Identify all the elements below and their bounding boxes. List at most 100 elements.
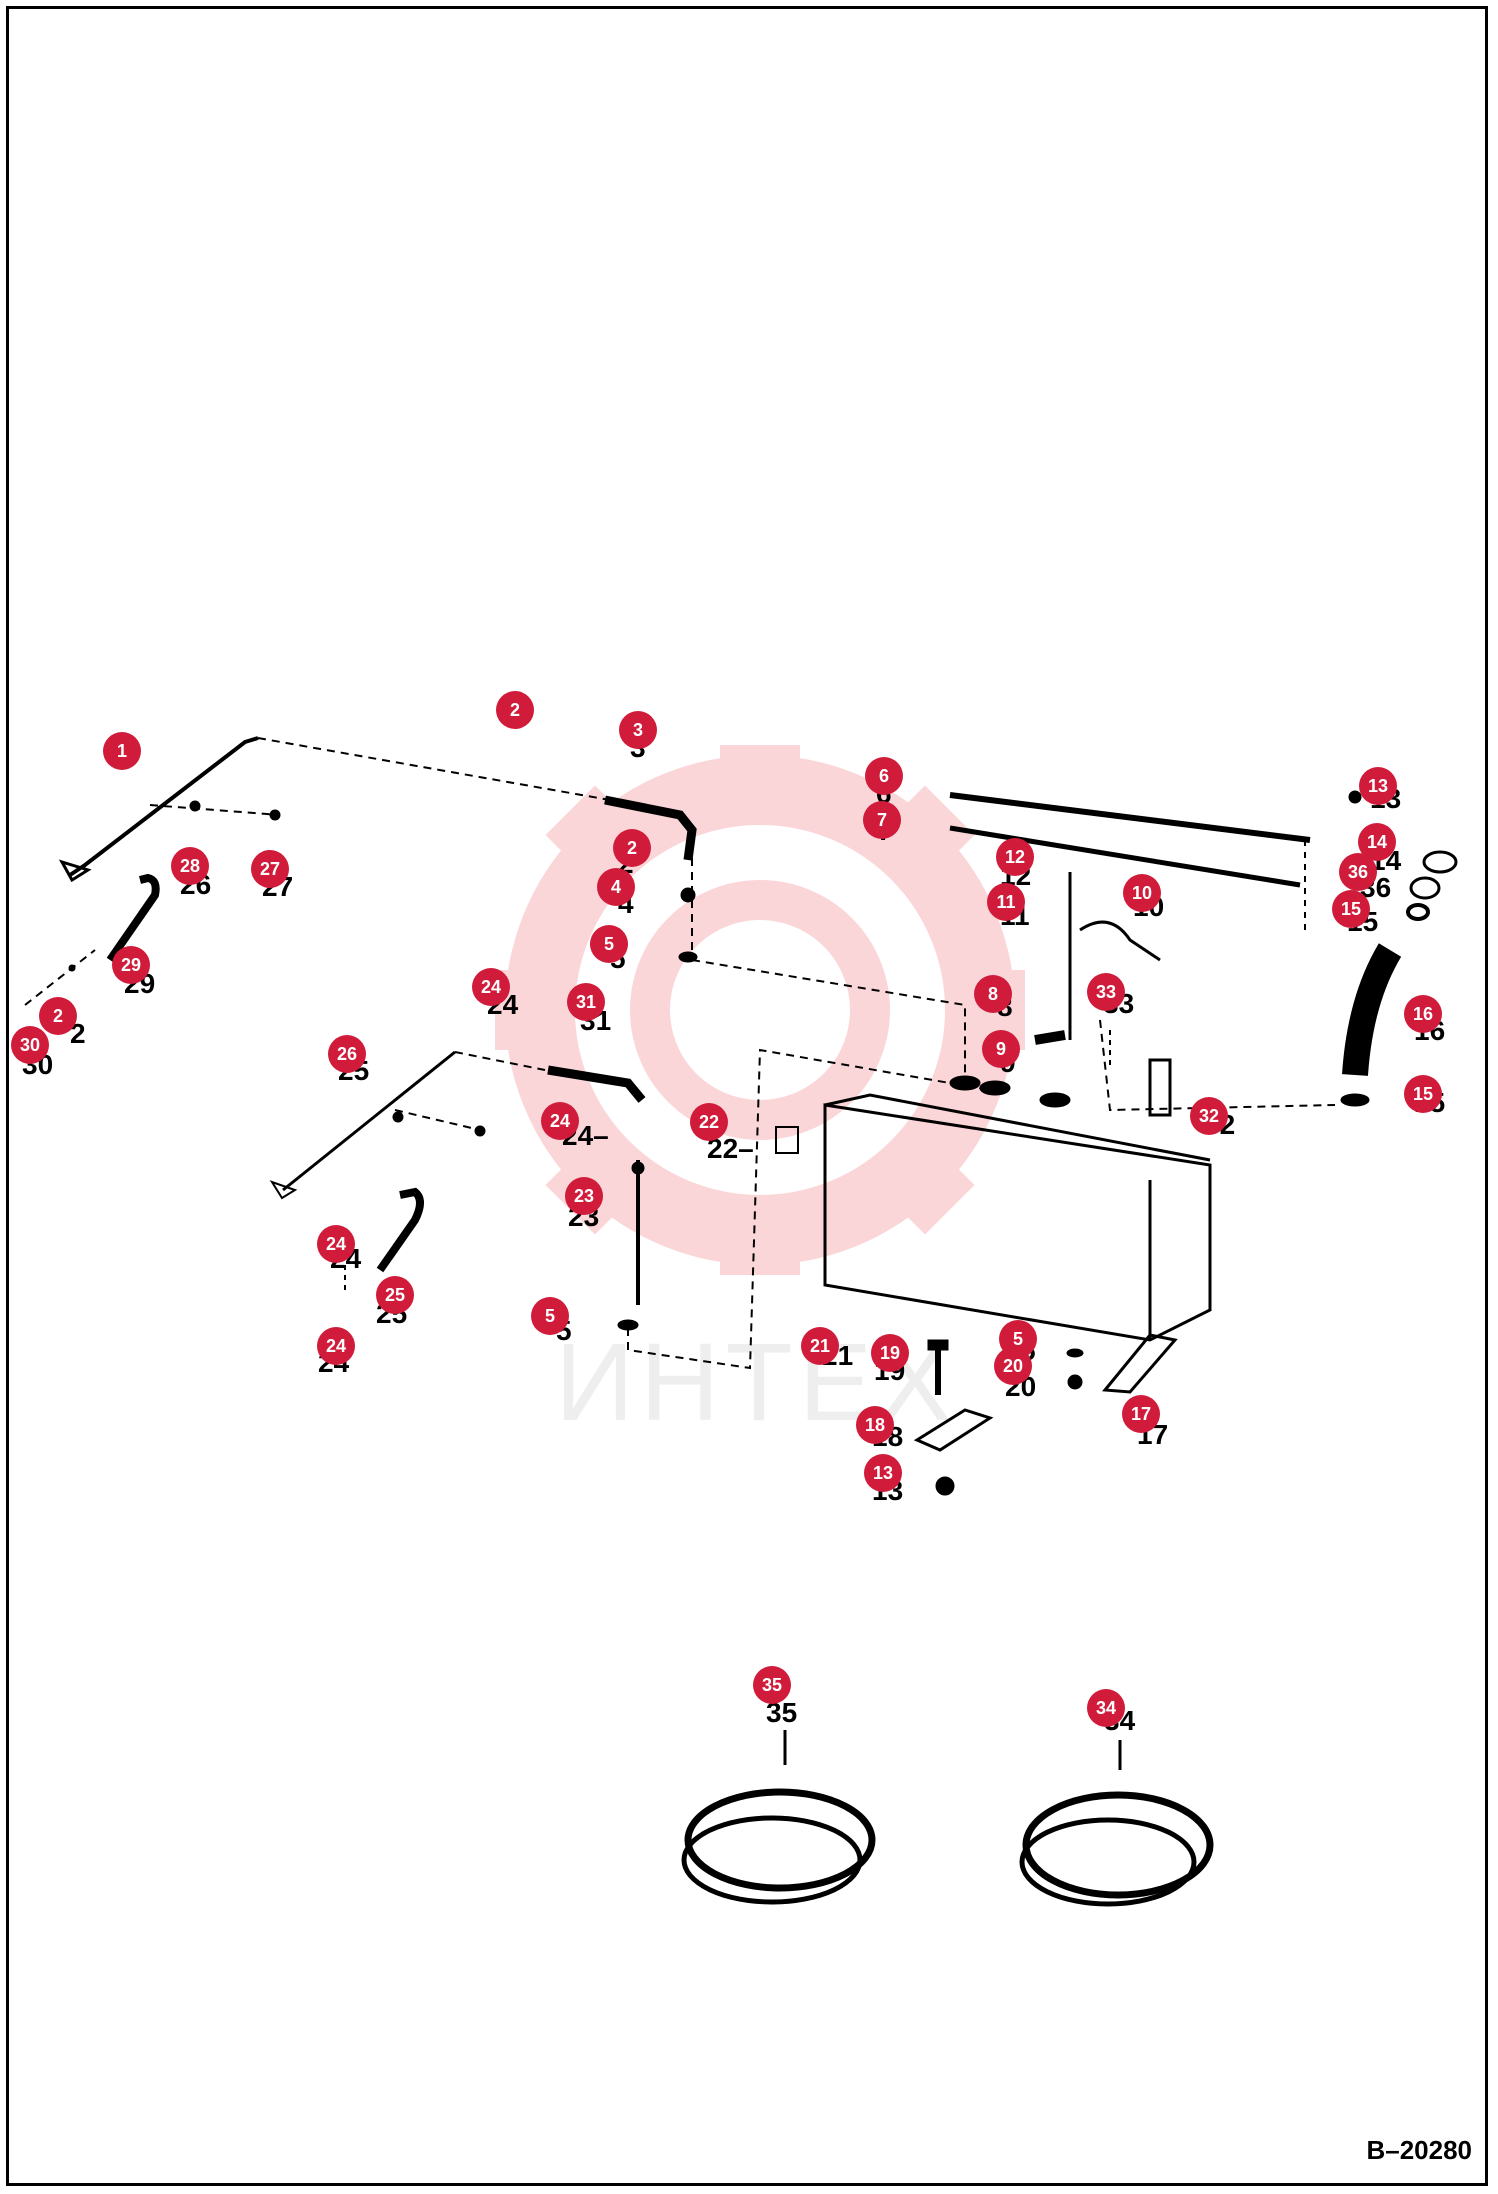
tank-port-3 [1039,1092,1071,1108]
callout-badge[interactable] [865,757,903,795]
fitting-9 [1034,1030,1066,1045]
part-callout-14[interactable]: 14 [1358,823,1396,861]
part-callout-29[interactable]: 29 [112,946,150,984]
fuel-tank-21 [823,1019,1336,1342]
callout-badge[interactable] [1339,853,1377,891]
callout-badge[interactable] [496,691,534,729]
callout-badge[interactable] [565,1177,603,1215]
callout-badge[interactable] [1359,767,1397,805]
callout-badge[interactable] [974,975,1012,1013]
part-callout-2[interactable]: 2 [613,829,651,867]
part-callout-5[interactable]: 5 [531,1297,569,1335]
callout-badge[interactable] [103,732,141,770]
callout-badge[interactable] [1404,995,1442,1033]
part-callout-24[interactable]: 24 [317,1225,355,1263]
callout-badge[interactable] [863,801,901,839]
callout-badge[interactable] [801,1327,839,1365]
callout-badge[interactable] [1122,1395,1160,1433]
part-callout-2[interactable]: 2 [496,691,534,729]
callout-badge[interactable] [1358,823,1396,861]
callout-badge[interactable] [171,847,209,885]
callout-badge[interactable] [597,868,635,906]
part-callout-8[interactable]: 8 [974,975,1012,1013]
callout-badge[interactable] [1123,874,1161,912]
callout-badge[interactable] [1087,973,1125,1011]
part-callout-22[interactable]: 22 [690,1103,728,1141]
callout-number: 24 [550,1111,570,1131]
callout-badge[interactable] [541,1102,579,1140]
part-callout-28[interactable]: 28 [171,847,209,885]
callout-badge[interactable] [864,1454,902,1492]
callout-badge[interactable] [590,925,628,963]
callout-badge[interactable] [1087,1689,1125,1727]
part-callout-21[interactable]: 21 [801,1327,839,1365]
part-callout-25[interactable]: 25 [376,1276,414,1314]
callout-badge[interactable] [753,1666,791,1704]
callout-number: 25 [385,1285,405,1305]
callout-badge[interactable] [567,983,605,1021]
callout-badge[interactable] [982,1030,1020,1068]
callout-badge[interactable] [613,829,651,867]
part-callout-1[interactable]: 1 [103,732,141,770]
callout-badge[interactable] [987,883,1025,921]
part-callout-12[interactable]: 12 [996,838,1034,876]
callout-badge[interactable] [317,1327,355,1365]
callout-badge[interactable] [112,946,150,984]
part-callout-19[interactable]: 19 [871,1334,909,1372]
part-callout-30[interactable]: 30 [11,1026,49,1064]
callout-badge[interactable] [856,1406,894,1444]
callout-number: 17 [1131,1404,1151,1424]
part-callout-36[interactable]: 36 [1339,853,1377,891]
callout-badge[interactable] [472,968,510,1006]
callout-badge[interactable] [619,711,657,749]
part-callout-13[interactable]: 13 [1359,767,1397,805]
callout-badge[interactable] [996,838,1034,876]
part-callout-4[interactable]: 4 [597,868,635,906]
part-callout-15[interactable]: 15 [1404,1075,1442,1113]
callout-badge[interactable] [1190,1097,1228,1135]
callout-number: 15 [1413,1084,1433,1104]
pipe-7 [949,825,1301,888]
part-callout-13[interactable]: 13 [864,1454,902,1492]
part-callout-32[interactable]: 32 [1190,1097,1228,1135]
line-end-fitting-26 [269,1180,298,1200]
ring-36 [1409,876,1441,900]
part-callout-7[interactable]: 7 [863,801,901,839]
callout-badge[interactable] [317,1225,355,1263]
callout-badge[interactable] [251,850,289,888]
hose-coils [681,1730,1214,1907]
part-callout-11[interactable]: 11 [987,883,1025,921]
part-callout-23[interactable]: 23 [565,1177,603,1215]
part-callout-9[interactable]: 9 [982,1030,1020,1068]
part-callout-33[interactable]: 33 [1087,973,1125,1011]
part-callout-3[interactable]: 3 [619,711,657,749]
part-callout-15[interactable]: 15 [1332,890,1370,928]
part-callout-16[interactable]: 16 [1404,995,1442,1033]
callout-badge[interactable] [690,1103,728,1141]
callout-number: 21 [810,1336,830,1356]
part-callout-6[interactable]: 6 [865,757,903,795]
part-callout-26[interactable]: 26 [328,1035,366,1073]
part-callout-20[interactable]: 20 [994,1347,1032,1385]
callout-badge[interactable] [1404,1075,1442,1113]
part-callout-24[interactable]: 24 [317,1327,355,1365]
callout-badge[interactable] [39,997,77,1035]
part-callout-24[interactable]: 24 [541,1102,579,1140]
part-callout-17[interactable]: 17 [1122,1395,1160,1433]
callout-badge[interactable] [871,1334,909,1372]
part-callout-24[interactable]: 24 [472,968,510,1006]
callout-badge[interactable] [1332,890,1370,928]
callout-badge[interactable] [328,1035,366,1073]
part-callout-31[interactable]: 31 [567,983,605,1021]
part-callout-35[interactable]: 35 [753,1666,791,1704]
part-callout-18[interactable]: 18 [856,1406,894,1444]
part-callout-27[interactable]: 27 [251,850,289,888]
part-callout-5[interactable]: 5 [590,925,628,963]
part-callout-10[interactable]: 10 [1123,874,1161,912]
callout-badge[interactable] [994,1347,1032,1385]
callout-badge[interactable] [531,1297,569,1335]
callout-badge[interactable] [376,1276,414,1314]
part-callout-34[interactable]: 34 [1087,1689,1125,1727]
callout-badge[interactable] [11,1026,49,1064]
part-callout-2[interactable]: 2 [39,997,77,1035]
